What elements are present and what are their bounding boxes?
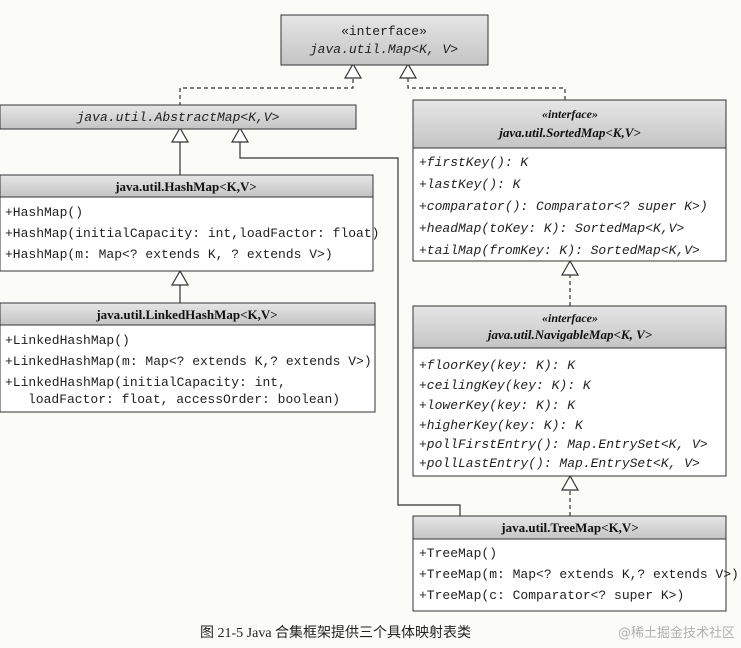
- navigablemap-interface-box: «interface» java.util.NavigableMap<K, V>…: [412, 305, 727, 477]
- abstractmap-class-box: java.util.AbstractMap<K,V>: [0, 104, 357, 130]
- sortedmap-title: java.util.SortedMap<K,V>: [497, 125, 641, 140]
- hashmap-class-box: java.util.HashMap<K,V> +HashMap() +HashM…: [0, 174, 379, 272]
- treemap-class-box: java.util.TreeMap<K,V> +TreeMap() +TreeM…: [412, 515, 739, 612]
- treemap-title: java.util.TreeMap<K,V>: [500, 520, 638, 535]
- navigablemap-member-5: +pollFirstEntry(): Map.EntrySet<K, V>: [419, 437, 708, 452]
- linkedhashmap-title: java.util.LinkedHashMap<K,V>: [95, 307, 277, 322]
- arrowhead-map-right: [398, 62, 418, 79]
- abstractmap-title: java.util.AbstractMap<K,V>: [76, 110, 280, 125]
- hashmap-member-2: +HashMap(initialCapacity: int,loadFactor…: [5, 226, 379, 241]
- linkedhashmap-class-box: java.util.LinkedHashMap<K,V> +LinkedHash…: [0, 302, 376, 413]
- treemap-member-3: +TreeMap(c: Comparator<? super K>): [419, 588, 684, 603]
- abstractmap-implements-map-line: [179, 78, 354, 106]
- navigablemap-member-1: +floorKey(key: K): K: [419, 358, 576, 373]
- treemap-extends-abstractmap-line: [239, 142, 461, 516]
- arrowhead-map-left: [343, 62, 363, 79]
- sortedmap-interface-box: «interface» java.util.SortedMap<K,V> +fi…: [412, 99, 727, 262]
- navigablemap-stereotype: «interface»: [542, 311, 598, 325]
- figure-caption: 图 21-5 Java 合集框架提供三个具体映射表类: [200, 626, 472, 641]
- arrowheads: [170, 62, 580, 491]
- arrowhead-hashmap: [170, 269, 190, 286]
- map-stereotype: «interface»: [341, 24, 427, 39]
- navigablemap-member-4: +higherKey(key: K): K: [419, 418, 584, 433]
- map-title: java.util.Map<K, V>: [309, 42, 458, 57]
- sortedmap-member-1: +firstKey(): K: [419, 155, 529, 170]
- arrowhead-navigablemap: [560, 474, 580, 491]
- sortedmap-extends-map-line: [407, 78, 566, 100]
- watermark: @稀土掘金技术社区: [617, 626, 735, 641]
- figure-caption-bar: 图 21-5 Java 合集框架提供三个具体映射表类 @稀土掘金技术社区: [0, 620, 741, 642]
- linkedhashmap-member-3: +LinkedHashMap(initialCapacity: int,: [5, 375, 286, 390]
- hashmap-member-1: +HashMap(): [5, 205, 83, 220]
- map-interface-box: «interface» java.util.Map<K, V>: [280, 14, 489, 66]
- navigablemap-member-3: +lowerKey(key: K): K: [419, 398, 576, 413]
- relationship-lines: [179, 78, 571, 516]
- navigablemap-title: java.util.NavigableMap<K, V>: [486, 327, 653, 342]
- sortedmap-member-3: +comparator(): Comparator<? super K>): [419, 199, 708, 214]
- sortedmap-stereotype: «interface»: [542, 107, 598, 121]
- treemap-member-2: +TreeMap(m: Map<? extends K,? extends V>…: [419, 567, 739, 582]
- arrowhead-sortedmap: [560, 259, 580, 276]
- sortedmap-member-2: +lastKey(): K: [419, 177, 522, 192]
- navigablemap-member-2: +ceilingKey(key: K): K: [419, 378, 592, 393]
- sortedmap-member-5: +tailMap(fromKey: K): SortedMap<K,V>: [419, 243, 700, 258]
- linkedhashmap-member-4: loadFactor: float, accessOrder: boolean): [28, 392, 340, 407]
- navigablemap-member-6: +pollLastEntry(): Map.EntrySet<K, V>: [419, 456, 700, 471]
- linkedhashmap-member-1: +LinkedHashMap(): [5, 333, 130, 348]
- hashmap-member-3: +HashMap(m: Map<? extends K, ? extends V…: [5, 247, 333, 262]
- arrowhead-abstractmap-left: [170, 126, 190, 143]
- treemap-member-1: +TreeMap(): [419, 546, 497, 561]
- linkedhashmap-member-2: +LinkedHashMap(m: Map<? extends K,? exte…: [5, 354, 372, 369]
- arrowhead-abstractmap-right: [230, 126, 250, 143]
- hashmap-title: java.util.HashMap<K,V>: [114, 179, 257, 194]
- sortedmap-member-4: +headMap(toKey: K): SortedMap<K,V>: [419, 221, 684, 236]
